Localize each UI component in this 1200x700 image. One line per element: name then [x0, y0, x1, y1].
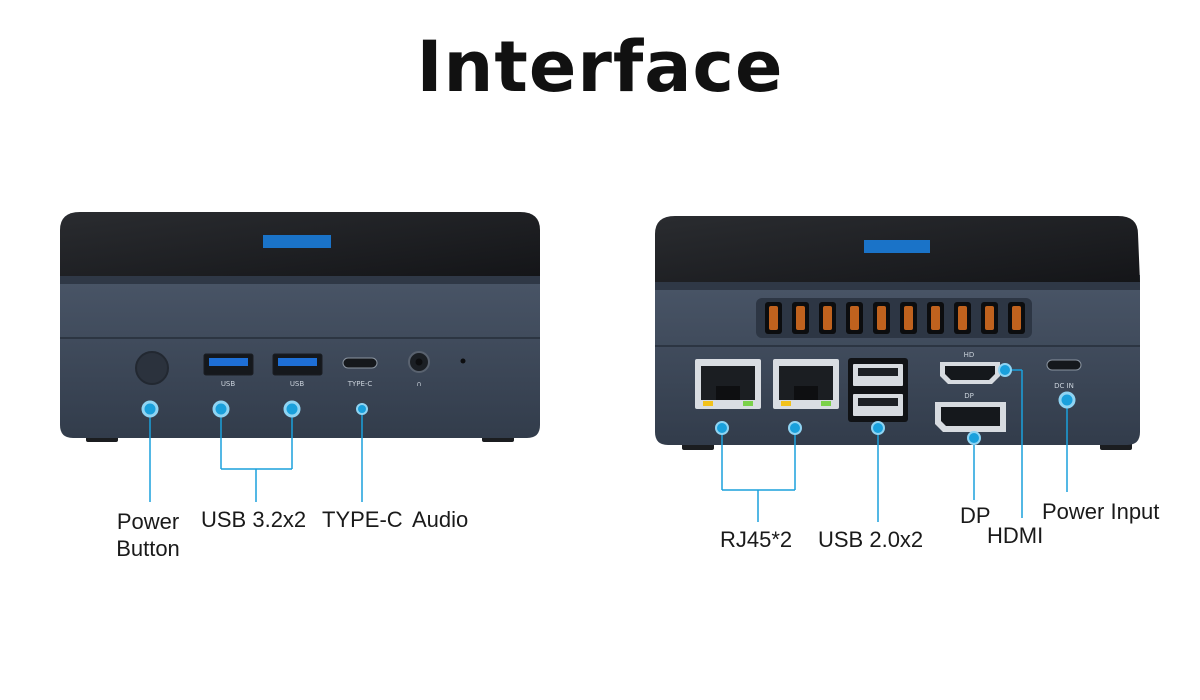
- usb20-ports: [848, 358, 908, 422]
- usb-silk-2: USB: [290, 380, 305, 388]
- headphone-icon: ∩: [416, 380, 421, 388]
- label-audio: Audio: [412, 507, 469, 532]
- power-button-port: [135, 351, 169, 385]
- status-led: [460, 358, 466, 364]
- label-rj45: RJ45*2: [720, 527, 793, 552]
- dcin-silk: DC IN: [1054, 382, 1074, 390]
- brand-badge: [263, 235, 331, 248]
- label-hdmi: HDMI: [987, 523, 1044, 548]
- rear-callouts: [721, 369, 1068, 522]
- rear-device: HD DP DC IN: [655, 216, 1140, 450]
- rj45-port-1: [695, 359, 761, 409]
- label-power-button: Power Button: [98, 508, 198, 562]
- label-power-button-text: Power Button: [116, 509, 180, 561]
- label-typec: TYPE-C: [322, 507, 403, 532]
- page-title: Interface: [416, 26, 784, 108]
- typec-port: [342, 357, 378, 369]
- hd-silk: HD: [964, 351, 975, 359]
- typec-silk: TYPE-C: [347, 380, 373, 388]
- rj45-port-2: [773, 359, 839, 409]
- front-callout-dots: [141, 400, 368, 418]
- brand-badge-rear: [864, 240, 930, 253]
- label-usb20: USB 2.0x2: [818, 527, 924, 552]
- label-dp: DP: [960, 503, 991, 528]
- dc-in-port: [1046, 359, 1082, 371]
- rear-callout-dots: [715, 363, 1076, 445]
- front-device: USB USB TYPE-C ∩: [60, 212, 540, 442]
- label-usb32: USB 3.2x2: [201, 507, 307, 532]
- front-callouts: [149, 410, 363, 502]
- usb-silk-1: USB: [221, 380, 236, 388]
- label-power-input: Power Input: [1042, 499, 1160, 524]
- dp-silk: DP: [964, 392, 974, 400]
